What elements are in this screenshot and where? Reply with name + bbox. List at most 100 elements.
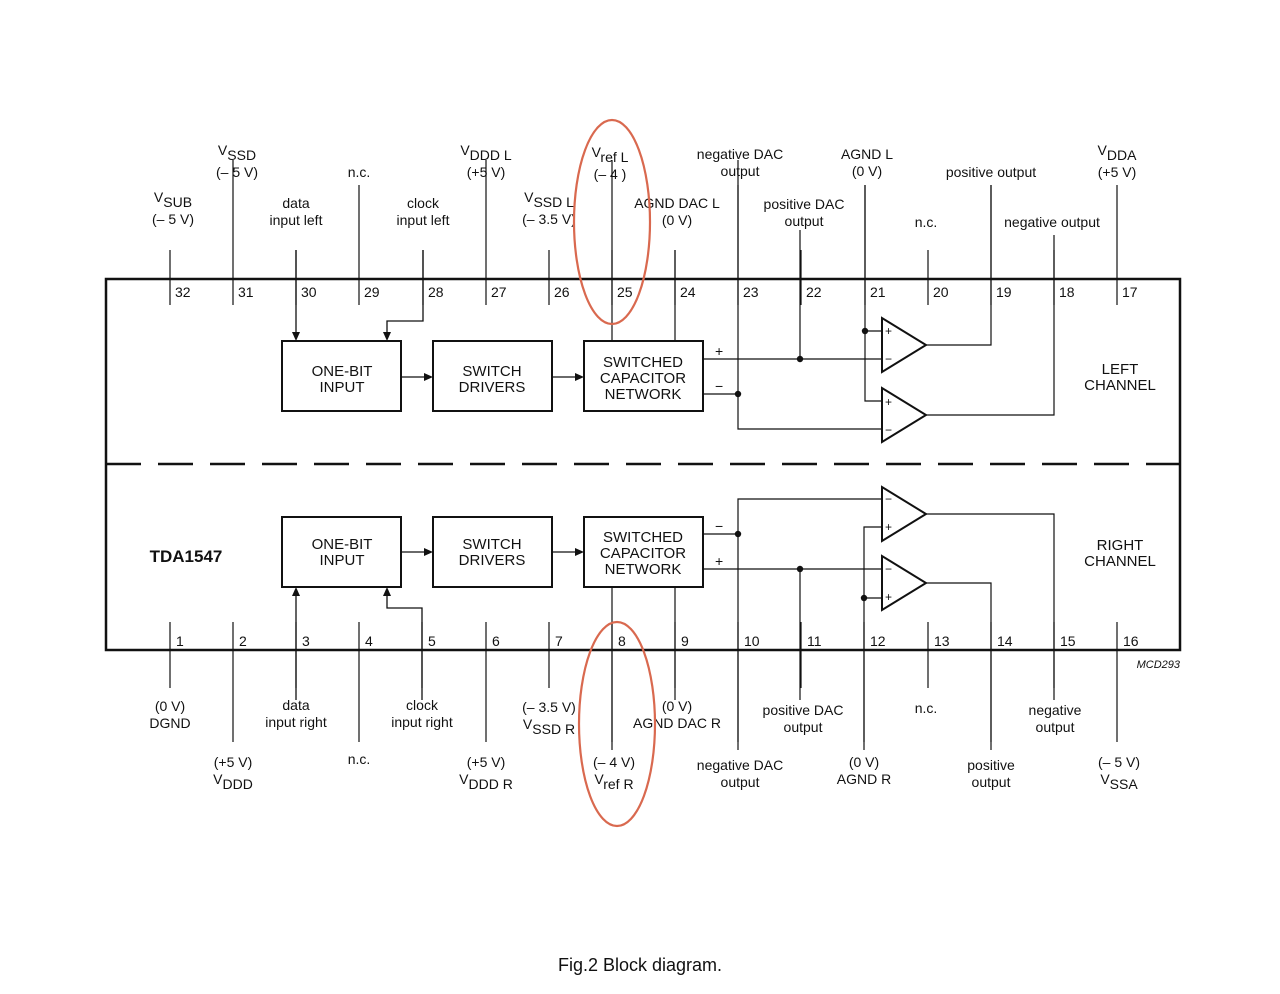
pin-label: (– 3.5 V)	[522, 699, 576, 715]
left-plus-sign: +	[715, 343, 723, 359]
pin-number: 4	[365, 633, 373, 649]
pin-label: AGND R	[837, 771, 891, 787]
highlight-ellipse-pin25	[572, 118, 652, 326]
right-opamp-lower-icon	[881, 554, 928, 612]
pin-32: 32 VSUB(– 5 V)	[152, 189, 194, 305]
left-agnd-wire	[864, 185, 882, 402]
left-opamp-lower-icon	[881, 386, 928, 444]
pin-number: 32	[175, 284, 191, 300]
opamp-minus: −	[885, 562, 892, 576]
pin-label: output	[721, 774, 760, 790]
left-minus-sign: −	[715, 378, 723, 394]
pin-label: output	[972, 774, 1011, 790]
pin-label: input left	[397, 212, 450, 228]
pin-label: (0 V)	[155, 698, 185, 714]
arrowhead-icon	[575, 548, 584, 556]
drawing-code: MCD293	[1137, 659, 1181, 671]
pin-label: (0 V)	[662, 698, 692, 714]
left-switched-cap-label-2: CAPACITOR	[600, 370, 686, 387]
pin-label: positive	[967, 757, 1015, 773]
pin-number: 8	[618, 633, 626, 649]
pin-label: (+5 V)	[467, 754, 506, 770]
pin-number: 28	[428, 284, 444, 300]
pin-label: (+5 V)	[214, 754, 253, 770]
pin-label: VDDD L	[460, 142, 512, 163]
right-opamp-upper-icon	[881, 485, 928, 543]
pin-label: negative output	[1004, 214, 1100, 230]
pin-number: 1	[176, 633, 184, 649]
pin-label: clock	[406, 697, 439, 713]
pin-label: Vref L	[592, 144, 629, 165]
pin-label: (– 5 V)	[152, 211, 194, 227]
pin-label: positive DAC	[763, 702, 844, 718]
pin-label: output	[1036, 719, 1075, 735]
right-switch-drivers-label-2: DRIVERS	[459, 552, 526, 569]
left-opamp-upper-icon	[881, 316, 928, 374]
left-switched-cap-label-1: SWITCHED	[603, 354, 683, 371]
pin-label: (– 4 V)	[593, 754, 635, 770]
left-neg-dac-wire	[737, 160, 882, 430]
left-one-bit-input-label-2: INPUT	[320, 379, 365, 396]
pin-number: 14	[997, 633, 1013, 649]
opamp-plus: +	[885, 590, 892, 604]
pin-number: 16	[1123, 633, 1139, 649]
pin-label: input left	[270, 212, 323, 228]
pin-label: (– 4 )	[594, 166, 627, 182]
right-one-bit-input-label-1: ONE-BIT	[312, 536, 373, 553]
pin-label: VDDD R	[459, 771, 513, 792]
right-channel-label-2: CHANNEL	[1084, 553, 1156, 570]
pin-label: n.c.	[348, 164, 371, 180]
pin-label: input right	[265, 714, 327, 730]
pin-label: (0 V)	[662, 212, 692, 228]
pin-1: 1(0 V)DGND	[149, 622, 191, 731]
pin-number: 9	[681, 633, 689, 649]
right-one-bit-input-block	[281, 516, 402, 588]
pin-label: negative	[1029, 702, 1082, 718]
left-clock-input-wire	[386, 250, 424, 333]
pin-31: 31 VSSD(– 5 V)	[216, 142, 258, 305]
right-switched-cap-label-1: SWITCHED	[603, 529, 683, 546]
pin-label: input right	[391, 714, 453, 730]
left-one-bit-input-block	[281, 340, 402, 412]
pin-label: output	[784, 719, 823, 735]
right-switched-cap-label-2: CAPACITOR	[600, 545, 686, 562]
pin-label: (– 5 V)	[1098, 754, 1140, 770]
pin-label: positive DAC	[764, 196, 845, 212]
pin-label: VSSD L	[524, 189, 574, 210]
pin-number: 26	[554, 284, 570, 300]
pin-label: output	[721, 163, 760, 179]
pin-label: Vref R	[594, 771, 633, 792]
left-channel-label-1: LEFT	[1102, 361, 1139, 378]
pin-label: (– 5 V)	[216, 164, 258, 180]
pin-label: VSSD	[218, 142, 256, 163]
left-switch-drivers-label-2: DRIVERS	[459, 379, 526, 396]
pin-9: 9 (0 V)AGND DAC R	[633, 622, 721, 731]
left-switch-drivers-label-1: SWITCH	[462, 363, 521, 380]
left-switch-drivers-block	[432, 340, 553, 412]
pin-number: 18	[1059, 284, 1075, 300]
pin-7: 7(– 3.5 V)VSSD R	[522, 622, 576, 737]
opamp-plus: +	[885, 395, 892, 409]
right-channel: TDA1547 ONE-BIT INPUT SWITCH DRIVERS SWI…	[150, 485, 1156, 750]
pin-number: 5	[428, 633, 436, 649]
right-switch-drivers-label-1: SWITCH	[462, 536, 521, 553]
pin-number: 20	[933, 284, 949, 300]
pin-number: 31	[238, 284, 254, 300]
pin-number: 29	[364, 284, 380, 300]
pin-label: VSSD R	[523, 716, 575, 737]
right-neg-dac-wire	[737, 498, 882, 750]
pin-label: VSUB	[154, 189, 192, 210]
pin-label: AGND DAC R	[633, 715, 721, 731]
pin-label: AGND L	[841, 146, 893, 162]
pin-number: 17	[1122, 284, 1138, 300]
pin-number: 15	[1060, 633, 1076, 649]
left-channel: ONE-BIT INPUT SWITCH DRIVERS SWITCHED CA…	[281, 160, 1156, 444]
arrowhead-icon	[383, 587, 391, 596]
